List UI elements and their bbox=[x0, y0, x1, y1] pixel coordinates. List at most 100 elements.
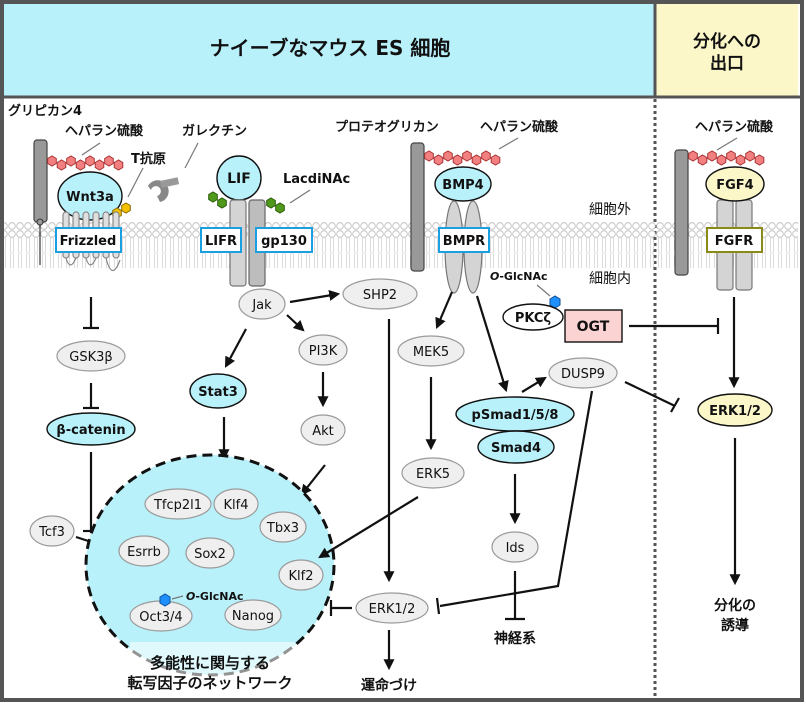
heparan-pointer-1 bbox=[81, 142, 101, 156]
lifr-label: LIFR bbox=[205, 234, 237, 249]
galectin-pointer bbox=[184, 142, 199, 169]
lacdinac-unit bbox=[275, 202, 285, 214]
heparan-sulfate-label-3: ヘパラン硫酸 bbox=[695, 119, 774, 135]
exit-title-line2: 出口 bbox=[710, 53, 744, 74]
o-glcnac-icon-pkcz bbox=[549, 295, 561, 309]
ids-label: Ids bbox=[506, 541, 525, 556]
heparan-sulfate-unit bbox=[443, 150, 453, 162]
stat3-node[interactable] bbox=[189, 373, 247, 409]
cell-membrane bbox=[4, 222, 798, 268]
heparan-sulfate-unit bbox=[707, 150, 717, 162]
smad4-label: Smad4 bbox=[491, 441, 541, 456]
pkcz-label: PKCζ bbox=[515, 311, 552, 326]
galectin-icon bbox=[148, 177, 180, 202]
fgf-proteoglycan-core bbox=[674, 149, 689, 276]
glypican4-label: グリピカン4 bbox=[8, 103, 82, 119]
network-label-bg bbox=[130, 642, 295, 687]
heparan-sulfate-unit bbox=[688, 150, 698, 162]
klf4-label: Klf4 bbox=[224, 498, 249, 513]
fgf4-ligand[interactable] bbox=[705, 166, 765, 202]
heparan-sulfate-unit bbox=[104, 155, 114, 167]
heparan-sulfate-unit bbox=[697, 154, 708, 166]
pi3k-node[interactable] bbox=[298, 334, 348, 366]
dusp9-node[interactable] bbox=[548, 357, 618, 389]
shp2-label: SHP2 bbox=[363, 288, 397, 303]
psmad-label: pSmad1/5/8 bbox=[472, 408, 559, 423]
heparan-sulfate-unit bbox=[47, 155, 57, 167]
heparan-chain-1 bbox=[47, 155, 124, 171]
erk5-node[interactable] bbox=[401, 457, 465, 489]
tfcp2l1-label: Tfcp2l1 bbox=[153, 498, 202, 513]
heparan-chain-3 bbox=[688, 150, 765, 166]
lacdinac-pointer bbox=[289, 189, 311, 204]
heparan-sulfate-label-2: ヘパラン硫酸 bbox=[480, 119, 559, 135]
klf4-node[interactable] bbox=[213, 488, 259, 520]
esrrb-node[interactable] bbox=[118, 535, 170, 567]
jak-to-stat3-arrow bbox=[224, 328, 247, 368]
jak-node[interactable] bbox=[238, 288, 286, 320]
heparan-sulfate-unit bbox=[481, 150, 491, 162]
tbx3-label: Tbx3 bbox=[266, 521, 299, 536]
erk12-left-node[interactable] bbox=[355, 592, 429, 624]
glypican4-core bbox=[33, 139, 48, 223]
inhibit-bar bbox=[435, 597, 441, 615]
extracellular-label: 細胞外 bbox=[589, 202, 631, 218]
main-title: ナイーブなマウス ES 細胞 bbox=[210, 36, 451, 60]
bmpr-to-psmad-arrow bbox=[475, 295, 509, 393]
galectin-label: ガレクチン bbox=[182, 124, 247, 139]
heparan-sulfate-unit bbox=[745, 150, 755, 162]
o-glcnac-label-1: O-GlcNAc bbox=[490, 270, 547, 283]
fate-label: 運命づけ bbox=[361, 677, 417, 694]
nanog-node[interactable] bbox=[224, 599, 282, 631]
heparan-sulfate-unit bbox=[94, 159, 105, 171]
pkcz-node[interactable] bbox=[502, 303, 564, 331]
sox2-node[interactable] bbox=[185, 537, 235, 569]
bmp4-ligand[interactable] bbox=[434, 166, 492, 202]
wnt3a-ligand[interactable] bbox=[57, 171, 123, 221]
gsk3b-node[interactable] bbox=[56, 340, 126, 372]
t-antigen-unit bbox=[121, 202, 131, 214]
jak-label: Jak bbox=[251, 298, 272, 313]
heparan-sulfate-unit bbox=[462, 150, 472, 162]
tcf3-label: Tcf3 bbox=[38, 525, 65, 540]
klf2-label: Klf2 bbox=[289, 569, 314, 584]
bcatenin-node[interactable] bbox=[46, 412, 136, 446]
heparan-sulfate-unit bbox=[85, 155, 95, 167]
pi3k-label: PI3K bbox=[309, 344, 338, 359]
tfcp2l1-node[interactable] bbox=[144, 488, 212, 520]
shp2-node[interactable] bbox=[342, 278, 418, 310]
dusp9-inhibit-erk12-right bbox=[624, 381, 676, 407]
gp130-label: gp130 bbox=[261, 234, 307, 249]
ogt-node[interactable] bbox=[564, 309, 623, 343]
lacdinac-unit bbox=[217, 197, 227, 209]
smad4-node[interactable] bbox=[477, 430, 555, 464]
heparan-pointer-2 bbox=[498, 137, 519, 150]
fgfr-label-box bbox=[706, 227, 763, 253]
dusp9-inhibit-erk12-left bbox=[439, 390, 594, 608]
erk12-right-node[interactable] bbox=[697, 393, 773, 427]
network-label-line1: 多能性に関与する bbox=[150, 654, 270, 672]
ogt-label: OGT bbox=[577, 319, 610, 335]
heparan-sulfate-unit bbox=[716, 154, 727, 166]
sox2-label: Sox2 bbox=[194, 547, 226, 562]
akt-node[interactable] bbox=[300, 414, 346, 446]
klf2-node[interactable] bbox=[278, 559, 324, 591]
frizzled-label: Frizzled bbox=[60, 234, 117, 249]
ids-node[interactable] bbox=[491, 531, 539, 563]
tbx3-node[interactable] bbox=[259, 511, 307, 543]
network-label-line2: 転写因子のネットワーク bbox=[127, 674, 292, 692]
heparan-pointer-3 bbox=[716, 137, 738, 151]
lacdinac-unit bbox=[266, 197, 276, 209]
o-glcnac-pointer-1 bbox=[536, 284, 551, 297]
heparan-sulfate-label-1: ヘパラン硫酸 bbox=[65, 123, 144, 139]
t-antigen-pointer bbox=[127, 167, 144, 198]
esrrb-label: Esrrb bbox=[127, 545, 161, 560]
gp130-label-box bbox=[255, 227, 313, 253]
bmp4-label: BMP4 bbox=[442, 178, 483, 193]
bmpr-to-mek5-arrow bbox=[435, 291, 454, 330]
tcf3-node[interactable] bbox=[29, 515, 75, 547]
heparan-sulfate-unit bbox=[56, 159, 67, 171]
mek5-node[interactable] bbox=[397, 335, 465, 367]
